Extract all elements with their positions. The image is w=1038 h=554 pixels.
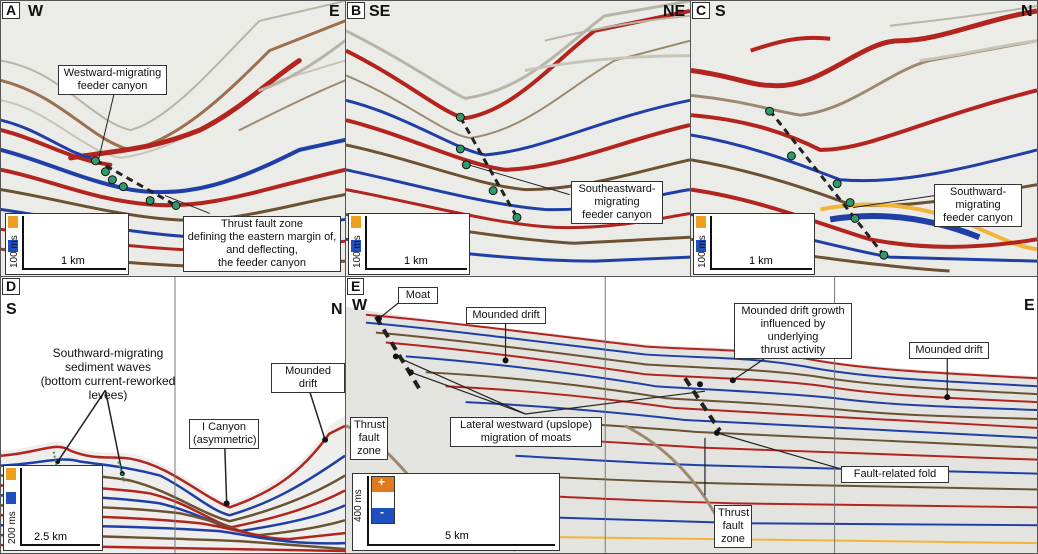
scale-box-e: + - 400 ms 5 km	[352, 473, 560, 551]
label-canyon-d: I Canyon (asymmetric)	[189, 419, 259, 449]
direction-north-c: N	[1021, 3, 1033, 20]
panel-a: A W E Westward-migrating feeder canyon T…	[0, 0, 346, 278]
direction-south-c: S	[715, 3, 726, 20]
label-feeder-canyon-c: Southward- migrating feeder canyon	[934, 184, 1022, 227]
direction-south-d: S	[6, 301, 17, 318]
polarity-plus-e: +	[378, 475, 386, 489]
colorbar-d	[6, 468, 16, 504]
vertical-scale-c: 100 ms	[697, 235, 708, 268]
panel-d: D S N Southward-migrating sediment waves…	[0, 276, 346, 554]
label-feeder-canyon-a: Westward-migrating feeder canyon	[58, 65, 167, 95]
colorbar-a	[8, 216, 18, 252]
panel-c: C S N Southward- migrating feeder canyon…	[690, 0, 1038, 278]
horizontal-scale-d: 2.5 km	[34, 531, 68, 543]
vertical-scale-b: 100 ms	[352, 235, 363, 268]
label-thrust-fault-a: Thrust fault zone defining the eastern m…	[183, 216, 341, 272]
panel-b: B SE NE Southeastward- migrating feeder …	[345, 0, 691, 278]
direction-east-e: E	[1024, 297, 1035, 314]
panel-label-d: D	[2, 278, 21, 295]
scale-box-b: 100 ms 1 km	[348, 213, 470, 275]
panel-label-e: E	[347, 278, 365, 295]
horizontal-scale-e: 5 km	[445, 530, 469, 542]
direction-northeast-b: NE	[663, 3, 686, 20]
direction-west-e: W	[352, 297, 368, 314]
colorbar-b	[351, 216, 361, 252]
panel-label-c: C	[692, 2, 711, 19]
label-mounded-drift-2-e: Mounded drift	[909, 342, 989, 359]
direction-north-d: N	[331, 301, 343, 318]
scale-box-c: 100 ms 1 km	[693, 213, 815, 275]
horizontal-scale-b: 1 km	[404, 255, 428, 267]
direction-southeast-b: SE	[369, 3, 391, 20]
label-lateral-migration-e: Lateral westward (upslope) migration of …	[450, 417, 602, 447]
panel-label-b: B	[347, 2, 366, 19]
panel-e: E W E Moat Mounded drift Mounded drift g…	[345, 276, 1038, 554]
vertical-scale-e: 400 ms	[353, 489, 364, 522]
polarity-minus-e: -	[380, 504, 384, 519]
colorbar-c	[696, 216, 706, 252]
label-sediment-waves-d: Southward-migrating sediment waves (bott…	[40, 346, 176, 402]
label-feeder-canyon-b: Southeastward- migrating feeder canyon	[571, 181, 663, 224]
horizontal-scale-c: 1 km	[749, 255, 773, 267]
label-fault-fold-e: Fault-related fold	[841, 466, 949, 483]
label-drift-growth-e: Mounded drift growth influenced by under…	[734, 303, 852, 359]
label-mounded-drift-d: Mounded drift	[271, 363, 345, 393]
scale-box-a: 100 ms 1 km	[5, 213, 129, 275]
direction-east-a: E	[329, 3, 340, 20]
vertical-scale-a: 100 ms	[9, 235, 20, 268]
label-thrust-zone-2-e: Thrust fault zone	[714, 505, 752, 548]
scale-box-d: 200 ms 2.5 km	[3, 465, 103, 551]
vertical-scale-d: 200 ms	[7, 511, 18, 544]
label-thrust-zone-1-e: Thrust fault zone	[350, 417, 388, 460]
label-moat-e: Moat	[398, 287, 438, 304]
colorbar-e: + -	[371, 475, 395, 524]
panel-label-a: A	[2, 2, 21, 19]
horizontal-scale-a: 1 km	[61, 255, 85, 267]
label-mounded-drift-1-e: Mounded drift	[466, 307, 546, 324]
direction-west-a: W	[28, 3, 44, 20]
